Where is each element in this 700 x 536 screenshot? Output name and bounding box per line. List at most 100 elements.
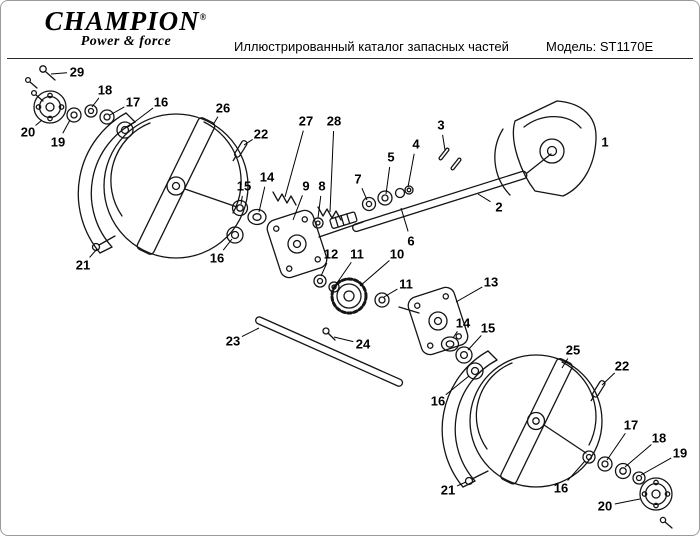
part-callout-16: 16 bbox=[554, 481, 568, 496]
callout-leader bbox=[35, 119, 43, 126]
clip-22-upper bbox=[232, 140, 248, 162]
callout-leader bbox=[624, 444, 652, 468]
spring-28 bbox=[317, 206, 342, 221]
model-label: Модель: ST1170E bbox=[546, 39, 654, 54]
callout-leader bbox=[383, 288, 398, 298]
sprocket-10 bbox=[330, 277, 368, 315]
callout-leader bbox=[640, 457, 672, 476]
header-divider bbox=[7, 58, 693, 59]
callout-leader bbox=[241, 327, 260, 337]
champion-logo: CHAMPION® Power & force bbox=[37, 7, 215, 50]
part-callout-4: 4 bbox=[412, 137, 420, 152]
callout-leader bbox=[317, 195, 322, 219]
callout-leader bbox=[456, 481, 467, 487]
callout-leader bbox=[240, 195, 243, 205]
part-callout-23: 23 bbox=[226, 334, 240, 349]
auger-left bbox=[77, 112, 249, 259]
part-callout-16: 16 bbox=[431, 394, 445, 409]
part-callout-20: 20 bbox=[598, 499, 612, 514]
part-callout-13: 13 bbox=[484, 275, 498, 290]
part-callout-18: 18 bbox=[98, 83, 112, 98]
callout-leader bbox=[258, 186, 266, 213]
part-callout-1: 1 bbox=[601, 135, 608, 150]
part-callout-18: 18 bbox=[652, 431, 666, 446]
part-callout-17: 17 bbox=[126, 95, 140, 110]
part-callout-16: 16 bbox=[154, 95, 168, 110]
part-callout-2: 2 bbox=[495, 200, 502, 215]
callout-leader bbox=[127, 107, 154, 128]
auger-right bbox=[441, 350, 603, 488]
gearbox-lower bbox=[398, 286, 469, 356]
part-callout-19: 19 bbox=[51, 135, 65, 150]
wheel-hub-right bbox=[639, 477, 673, 529]
part-callout-9: 9 bbox=[302, 179, 309, 194]
part-callout-14: 14 bbox=[260, 170, 275, 185]
part-callout-15: 15 bbox=[237, 179, 251, 194]
logo-tagline: Power & force bbox=[80, 34, 172, 50]
callout-leader bbox=[336, 261, 352, 284]
callout-leader bbox=[329, 130, 335, 213]
pins-3 bbox=[438, 147, 462, 171]
callout-leader bbox=[467, 335, 482, 351]
washer-group-mid-left bbox=[226, 199, 267, 244]
callout-leader bbox=[212, 116, 219, 126]
shaft-23 bbox=[255, 316, 404, 387]
callout-leader bbox=[50, 72, 68, 75]
callout-leader bbox=[109, 106, 125, 116]
spring-27 bbox=[272, 191, 297, 206]
callout-leader bbox=[385, 166, 391, 195]
callout-leader bbox=[361, 187, 368, 201]
part-callout-8: 8 bbox=[318, 179, 325, 194]
part-callout-11: 11 bbox=[399, 277, 413, 292]
part-callout-25: 25 bbox=[566, 343, 580, 358]
part-callout-16: 16 bbox=[210, 251, 224, 266]
callout-leader bbox=[91, 97, 100, 108]
part-callout-22: 22 bbox=[615, 359, 629, 374]
bolt-21-lower bbox=[464, 470, 489, 486]
washer-row-top-left bbox=[66, 104, 134, 139]
part-callout-5: 5 bbox=[387, 150, 394, 165]
washer-group-mid-right bbox=[440, 336, 484, 380]
callout-leader bbox=[222, 238, 233, 251]
part-callout-15: 15 bbox=[481, 321, 495, 336]
callout-leader bbox=[452, 331, 458, 339]
catalog-title: Иллюстрированный каталог запасных частей bbox=[234, 39, 509, 54]
wheel-hub-left bbox=[33, 90, 67, 124]
part-callout-21: 21 bbox=[76, 258, 90, 273]
part-callout-28: 28 bbox=[327, 114, 341, 129]
part-callout-27: 27 bbox=[299, 114, 313, 129]
bolt-29 bbox=[24, 65, 56, 102]
callout-leader bbox=[601, 372, 616, 386]
part-callout-12: 12 bbox=[324, 247, 338, 262]
callout-leader bbox=[333, 336, 354, 343]
callout-leader bbox=[400, 207, 409, 232]
part-callout-3: 3 bbox=[437, 118, 444, 133]
callout-leader bbox=[477, 193, 491, 203]
part-callout-7: 7 bbox=[354, 172, 361, 187]
callout-leader bbox=[614, 498, 641, 505]
side-housing-right bbox=[494, 100, 597, 197]
callout-leader bbox=[407, 153, 415, 188]
callout-leader bbox=[359, 260, 390, 287]
washer-row-bottom-right bbox=[582, 450, 646, 485]
part-callout-24: 24 bbox=[356, 337, 371, 352]
part-callout-19: 19 bbox=[673, 446, 687, 461]
part-callout-11: 11 bbox=[350, 247, 364, 262]
part-callout-6: 6 bbox=[407, 234, 414, 249]
part-callout-26: 26 bbox=[216, 101, 230, 116]
callout-leader bbox=[320, 262, 328, 277]
callout-leader bbox=[606, 432, 626, 461]
callout-leader bbox=[445, 375, 470, 396]
registered-mark-icon: ® bbox=[199, 12, 208, 22]
callout-leader bbox=[62, 119, 71, 134]
callout-leader bbox=[89, 248, 98, 258]
washers-12-11 bbox=[313, 274, 390, 308]
callout-leader bbox=[567, 460, 586, 481]
washer-8 bbox=[312, 217, 324, 229]
part-callout-10: 10 bbox=[390, 247, 404, 262]
part-callout-14: 14 bbox=[456, 316, 471, 331]
shaft-washers-upper bbox=[361, 185, 414, 212]
